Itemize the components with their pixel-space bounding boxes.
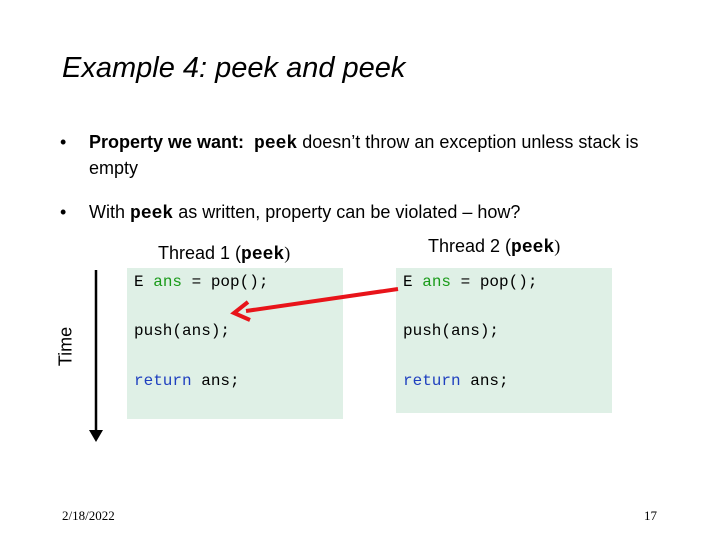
thread-1-code-box: E ans = pop(); push(ans); return ans; [127, 268, 343, 419]
time-arrow [89, 270, 103, 442]
bullet-text: With peek as written, property can be vi… [89, 200, 649, 226]
thread-2-label: Thread 2 (peek) [428, 236, 561, 258]
code-line: push(ans); [403, 322, 500, 340]
bullet-lead: With [89, 202, 131, 222]
slide-title: Example 4: peek and peek [62, 52, 406, 84]
bullet-text: Property we want: peek doesn’t throw an … [89, 130, 649, 180]
time-axis-label: Time [55, 326, 76, 367]
bullet-code: peek [254, 134, 298, 154]
thread-2-code-box: E ans = pop(); push(ans); return ans; [396, 268, 612, 413]
thread-1-label-code: peek [241, 245, 285, 265]
code-line: push(ans); [134, 322, 231, 340]
code-line: return ans; [134, 372, 240, 390]
bullet-dot: • [60, 132, 67, 152]
bullet-dot: • [60, 202, 67, 222]
code-line: E ans = pop(); [134, 273, 269, 291]
bullet-bold-lead: Property we want: [89, 132, 245, 152]
footer-date: 2/18/2022 [62, 508, 115, 523]
code-line: return ans; [403, 372, 509, 390]
bullet-rest: as written, property can be violated – h… [173, 202, 521, 222]
code-line: E ans = pop(); [403, 273, 538, 291]
footer-page-number: 17 [644, 508, 657, 523]
thread-1-label: Thread 1 (peek) [158, 243, 291, 265]
bullet-rest: doesn’t throw an exception unless stack … [89, 132, 639, 178]
interleaving-arrow [230, 287, 399, 322]
bullet-code: peek [130, 204, 174, 224]
thread-2-label-code: peek [511, 238, 555, 258]
